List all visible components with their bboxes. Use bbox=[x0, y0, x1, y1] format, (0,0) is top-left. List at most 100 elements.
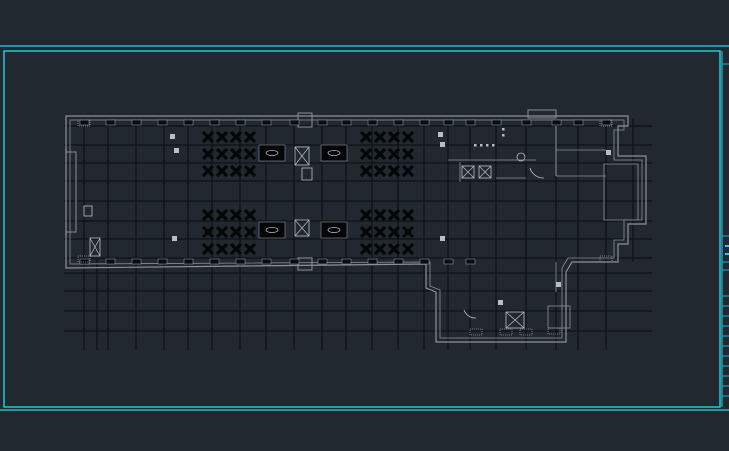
wall-fixture bbox=[498, 300, 503, 305]
wall-fixture bbox=[556, 282, 561, 287]
shaft-box bbox=[89, 237, 101, 257]
interior-wall bbox=[69, 119, 643, 339]
meeting-table bbox=[258, 144, 286, 162]
shaft-box bbox=[294, 146, 310, 166]
workstation-desk bbox=[373, 164, 387, 178]
column-top bbox=[367, 119, 378, 126]
meeting-table bbox=[320, 144, 348, 162]
table-top bbox=[265, 150, 279, 156]
column-top bbox=[521, 119, 532, 126]
workstation-desk bbox=[387, 130, 401, 144]
column-bottom bbox=[209, 258, 220, 265]
shaft-box bbox=[478, 165, 492, 179]
workstation-desk bbox=[201, 208, 215, 222]
corner-hatch bbox=[599, 119, 613, 127]
workstation-desk bbox=[243, 164, 257, 178]
workstation-desk bbox=[359, 164, 373, 178]
workstation-desk bbox=[359, 225, 373, 239]
column-bottom bbox=[289, 258, 300, 265]
column-bottom bbox=[183, 258, 194, 265]
column-top bbox=[209, 119, 220, 126]
wall-fixture bbox=[172, 236, 177, 241]
corner-hatch bbox=[499, 328, 513, 336]
workstation-desk bbox=[215, 208, 229, 222]
column-top bbox=[79, 119, 90, 126]
workstation-desk bbox=[229, 242, 243, 256]
shaft-box-cross bbox=[478, 165, 492, 179]
fixture-circle bbox=[516, 152, 526, 162]
workstation-desk bbox=[229, 147, 243, 161]
wall-fixture bbox=[440, 142, 445, 147]
meeting-table bbox=[320, 221, 348, 239]
column-top bbox=[491, 119, 502, 126]
east-room bbox=[603, 163, 639, 221]
column-bottom bbox=[367, 258, 378, 265]
column-top bbox=[235, 119, 246, 126]
workstation-desk bbox=[373, 225, 387, 239]
workstation-desk bbox=[215, 130, 229, 144]
workstation-desk bbox=[387, 225, 401, 239]
workstation-desk bbox=[359, 147, 373, 161]
wall-fixture bbox=[170, 134, 175, 139]
corner-hatch bbox=[547, 327, 561, 335]
column-bottom bbox=[131, 258, 142, 265]
shaft-box bbox=[461, 165, 475, 179]
column-top bbox=[443, 119, 454, 126]
workstation-desk bbox=[243, 208, 257, 222]
workstation-desk bbox=[243, 147, 257, 161]
workstation-desk bbox=[215, 147, 229, 161]
shaft-box-cross bbox=[294, 219, 310, 237]
workstation-desk bbox=[229, 225, 243, 239]
column-top bbox=[341, 119, 352, 126]
lobby-room bbox=[547, 305, 571, 329]
workstation-desk bbox=[201, 242, 215, 256]
column-bottom bbox=[105, 258, 116, 265]
shaft-box-cross bbox=[89, 237, 101, 257]
workstation-desk bbox=[201, 147, 215, 161]
dot-fixture bbox=[492, 144, 495, 147]
workstation-desk bbox=[359, 130, 373, 144]
dot-fixture bbox=[480, 144, 483, 147]
column-top bbox=[601, 119, 612, 126]
meeting-table bbox=[258, 221, 286, 239]
table-top bbox=[327, 150, 341, 156]
small-room bbox=[83, 205, 93, 217]
column-top bbox=[131, 119, 142, 126]
workstation-desk bbox=[401, 242, 415, 256]
column-bottom bbox=[317, 258, 328, 265]
column-bottom bbox=[341, 258, 352, 265]
small-room bbox=[301, 167, 313, 181]
corner-hatch bbox=[599, 255, 613, 263]
column-top bbox=[419, 119, 430, 126]
door-swing bbox=[529, 167, 545, 179]
dot-fixture bbox=[474, 144, 477, 147]
workstation-desk bbox=[215, 164, 229, 178]
table-top bbox=[265, 227, 279, 233]
shaft-box bbox=[294, 219, 310, 237]
shaft-box-cross bbox=[294, 146, 310, 166]
workstation-desk bbox=[229, 208, 243, 222]
corner-hatch bbox=[77, 255, 91, 263]
corner-hatch bbox=[77, 119, 91, 127]
west-wall-panel bbox=[65, 151, 77, 233]
column-top bbox=[289, 119, 300, 126]
workstation-desk bbox=[215, 225, 229, 239]
shaft-box-cross bbox=[505, 311, 525, 329]
workstation-desk bbox=[387, 208, 401, 222]
workstation-desk bbox=[359, 208, 373, 222]
column-bottom bbox=[443, 258, 454, 265]
column-top bbox=[261, 119, 272, 126]
workstation-desk bbox=[201, 225, 215, 239]
wall-fixture bbox=[174, 148, 179, 153]
workstation-desk bbox=[387, 147, 401, 161]
column-bottom bbox=[157, 258, 168, 265]
workstation-desk bbox=[401, 130, 415, 144]
building-walls bbox=[65, 109, 647, 343]
workstation-desk bbox=[401, 164, 415, 178]
column-top bbox=[465, 119, 476, 126]
column-top bbox=[573, 119, 584, 126]
exterior-wall bbox=[65, 115, 647, 343]
workstation-desk bbox=[401, 225, 415, 239]
